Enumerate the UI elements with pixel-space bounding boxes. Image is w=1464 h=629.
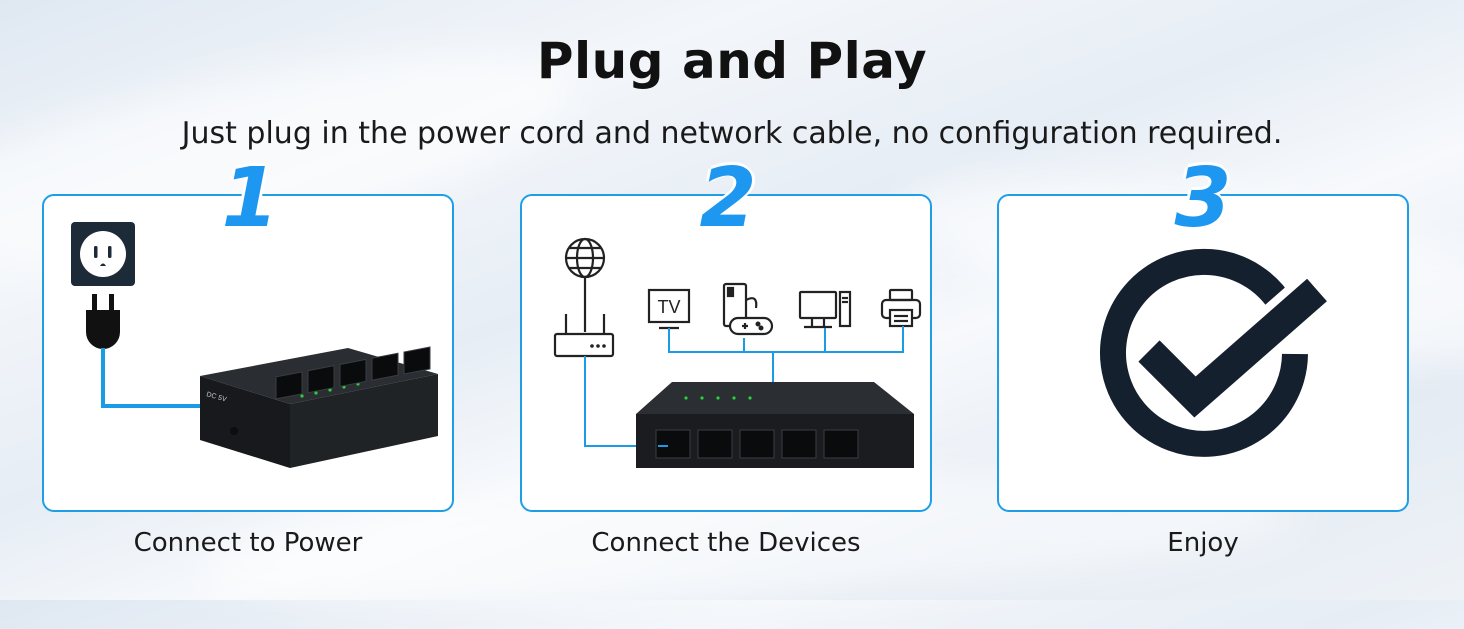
step-2-number: 2	[699, 151, 757, 246]
tv-icon: TV	[647, 288, 691, 330]
power-plug-icon	[86, 294, 120, 349]
network-switch	[636, 382, 914, 468]
game-console-icon	[722, 282, 774, 336]
globe-icon	[564, 237, 606, 332]
step-2-illustration: TV	[553, 237, 922, 468]
step-3-illustration	[1100, 248, 1333, 457]
step-3-caption: Enjoy	[1167, 528, 1239, 558]
step-2-caption: Connect the Devices	[591, 528, 861, 558]
printer-icon	[880, 288, 922, 328]
network-switch: DC 5V	[200, 346, 438, 468]
device-cables	[668, 326, 904, 458]
step-1-number: 1	[221, 151, 279, 246]
page-title: Plug and Play	[536, 32, 928, 90]
step-1-illustration: DC 5V	[71, 222, 438, 468]
power-outlet-icon	[71, 222, 135, 286]
step-3-card	[997, 194, 1409, 512]
step-2-card: TV	[520, 194, 932, 512]
step-3-number: 3	[1174, 151, 1232, 246]
desktop-computer-icon	[798, 290, 852, 329]
tv-label: TV	[657, 297, 680, 317]
router-cable	[584, 356, 658, 447]
power-cable	[101, 348, 220, 408]
checkmark-circle-icon	[1100, 248, 1333, 457]
step-1-card: DC 5V	[42, 194, 454, 512]
page-subtitle: Just plug in the power cord and network …	[181, 116, 1283, 151]
step-1-caption: Connect to Power	[133, 528, 363, 558]
